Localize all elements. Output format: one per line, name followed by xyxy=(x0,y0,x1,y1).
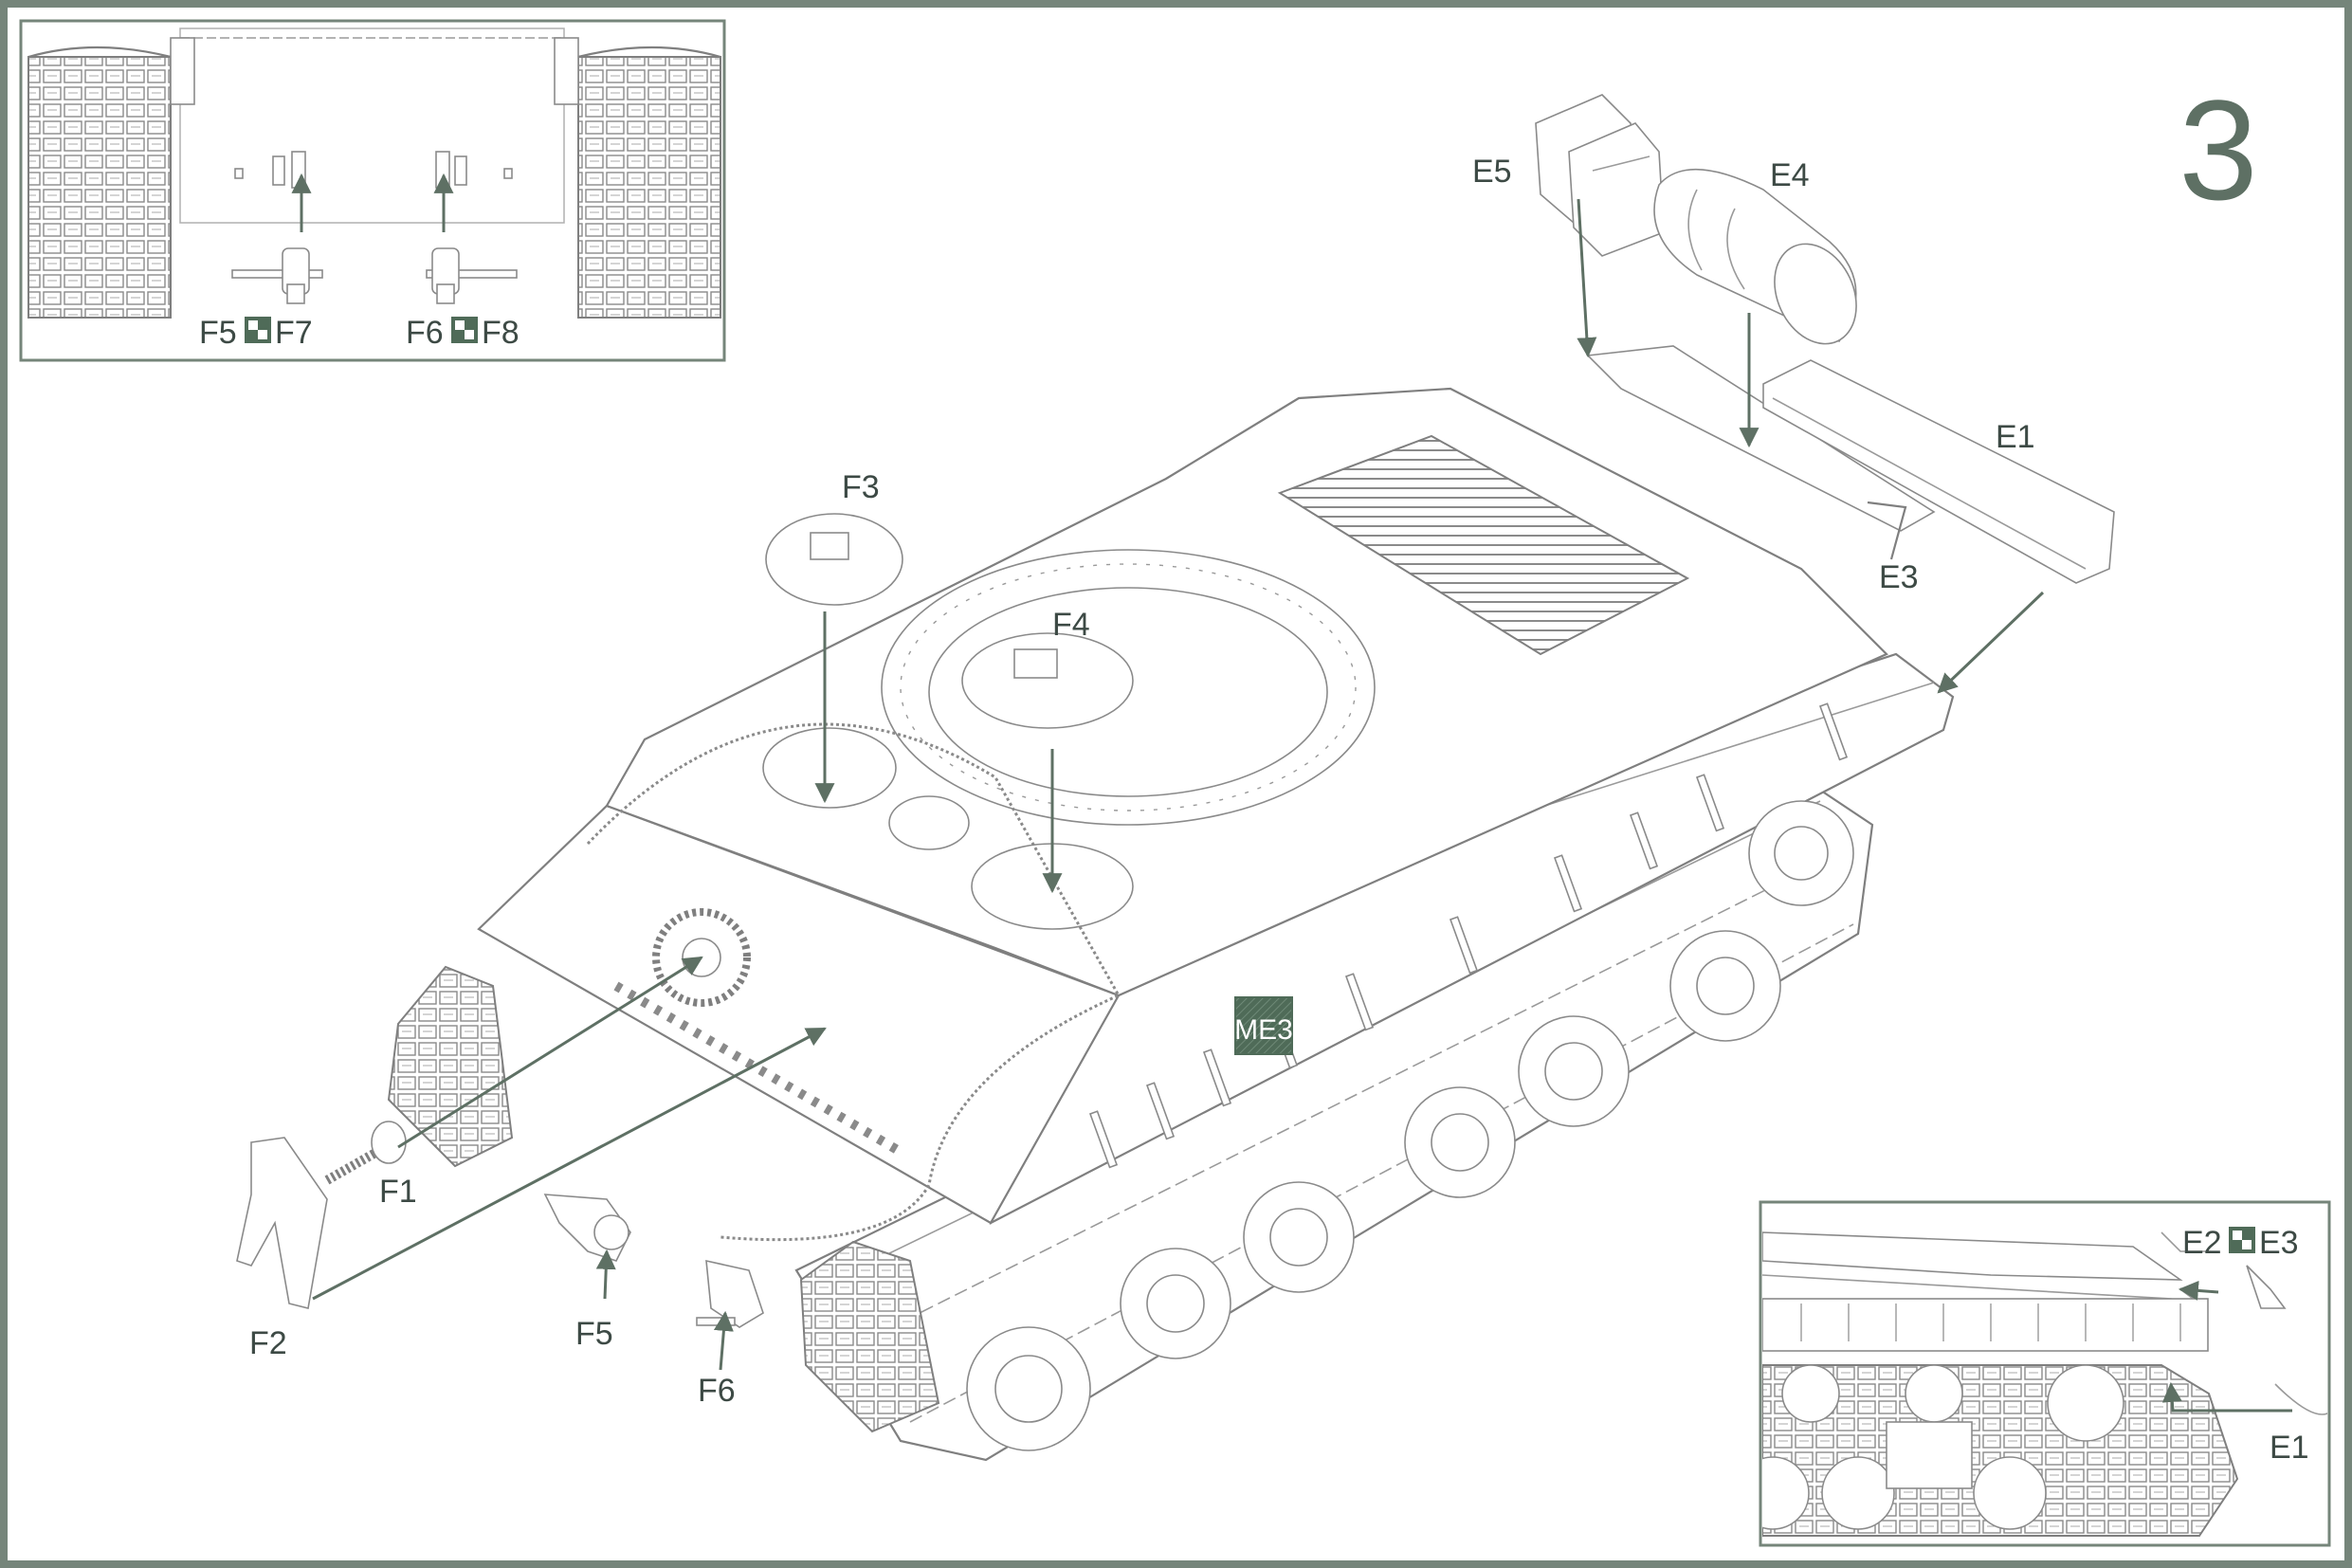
part-e4-drum xyxy=(1653,168,1857,345)
label-f2: F2 xyxy=(249,1325,287,1361)
part-e3-tray xyxy=(1586,345,1936,560)
rear-track-left xyxy=(387,965,514,1168)
checker-icon xyxy=(245,317,271,343)
inset-top-view: F5 F7 F6 F8 xyxy=(19,19,726,362)
part-f2-bracket xyxy=(236,1137,328,1309)
label-f4: F4 xyxy=(1052,607,1090,643)
engine-grille xyxy=(1277,434,1690,656)
label-e1: E1 xyxy=(1996,419,2035,455)
inset-label-f5: F5 xyxy=(199,315,237,351)
tow-cable xyxy=(586,722,1121,1242)
etch-badge: ME3 xyxy=(1234,996,1293,1055)
checker-icon xyxy=(451,317,478,343)
label-f1: F1 xyxy=(379,1174,417,1210)
hatch-cover-f4 xyxy=(961,632,1134,729)
inset-tow-hook-right xyxy=(426,247,518,304)
inset-label-e1: E1 xyxy=(2270,1430,2309,1466)
label-f5: F5 xyxy=(575,1316,613,1352)
hatch-opening-left xyxy=(762,727,897,809)
part-f1-barrel xyxy=(324,1121,407,1185)
label-e4: E4 xyxy=(1770,157,1810,193)
inset-label-f7: F7 xyxy=(275,315,313,351)
part-f6-hook xyxy=(696,1259,764,1328)
hatch-cover-f3 xyxy=(765,513,903,606)
tank-hull xyxy=(387,387,1955,1462)
part-e1-bin xyxy=(1762,359,2115,584)
label-e5: E5 xyxy=(1472,154,1512,190)
step-number: 3 xyxy=(2179,70,2257,229)
label-f3: F3 xyxy=(842,469,880,505)
svg-text:ME3: ME3 xyxy=(1234,1014,1293,1046)
inset-label-e3: E3 xyxy=(2259,1225,2299,1261)
inset-track-left xyxy=(27,37,195,319)
inset-label-f6: F6 xyxy=(406,315,444,351)
assembly-arrows xyxy=(312,198,2045,1371)
part-e5-jerrycans xyxy=(1535,94,1665,257)
label-e3: E3 xyxy=(1879,559,1919,595)
part-f5-hook xyxy=(543,1194,631,1262)
inset-side-view: E2 E3 E1 xyxy=(1759,1200,2331,1547)
inset-label-f8: F8 xyxy=(482,315,520,351)
inset-track-right xyxy=(554,37,721,319)
inset-label-e2: E2 xyxy=(2182,1225,2222,1261)
inset-tow-hook-left xyxy=(231,247,323,304)
rear-track-right xyxy=(799,1240,940,1433)
label-f6: F6 xyxy=(698,1373,736,1409)
checker-icon xyxy=(2229,1227,2255,1253)
road-wheels xyxy=(966,800,1854,1451)
